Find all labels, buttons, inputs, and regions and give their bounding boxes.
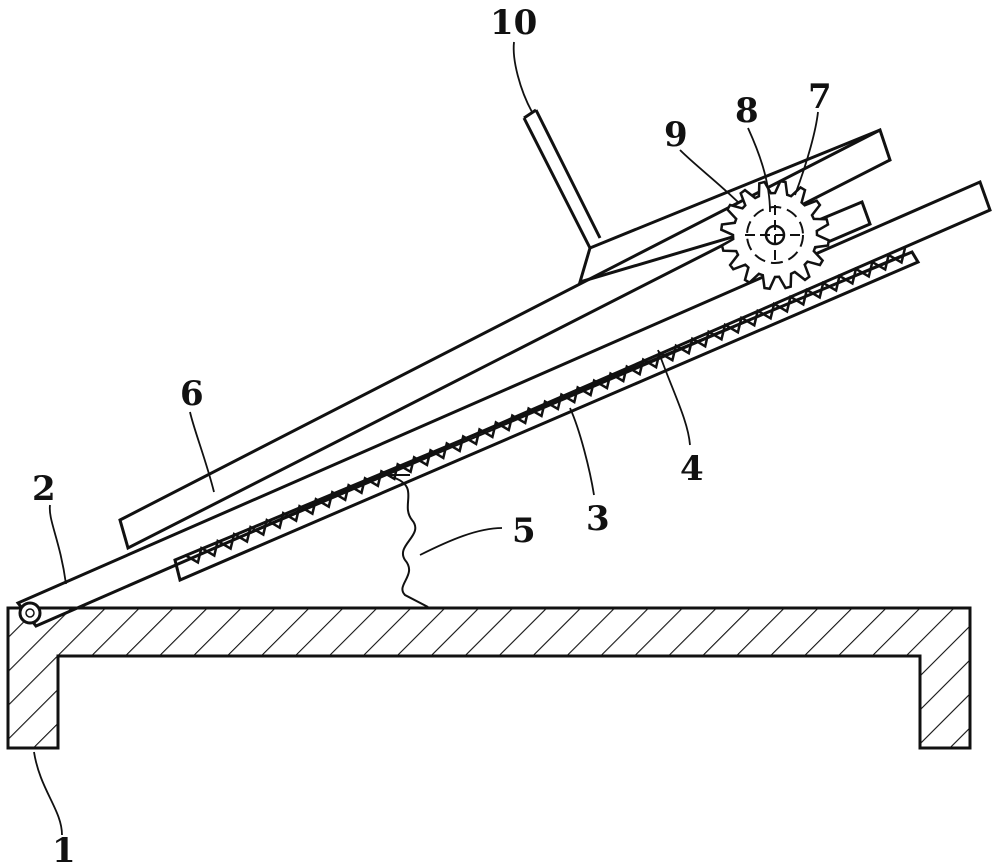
hinge-pin xyxy=(18,601,42,625)
upper-plate xyxy=(118,127,892,551)
callout-10: 10 xyxy=(490,3,537,43)
lower-track xyxy=(173,250,921,583)
callout-2: 2 xyxy=(32,469,56,509)
rack-teeth xyxy=(184,247,907,565)
base-frame xyxy=(6,606,972,750)
callout-7: 7 xyxy=(808,77,832,117)
l-bracket xyxy=(522,117,881,250)
callout-9: 9 xyxy=(664,115,688,155)
inclined-arm xyxy=(15,179,992,628)
callout-4: 4 xyxy=(680,449,704,489)
callout-6: 6 xyxy=(180,374,204,414)
spring xyxy=(394,477,429,608)
rack-base xyxy=(184,253,906,562)
callout-1: 1 xyxy=(52,831,76,867)
callout-8: 8 xyxy=(735,91,759,131)
callout-3: 3 xyxy=(586,499,610,539)
callout-5: 5 xyxy=(512,511,536,551)
rack xyxy=(184,247,907,565)
